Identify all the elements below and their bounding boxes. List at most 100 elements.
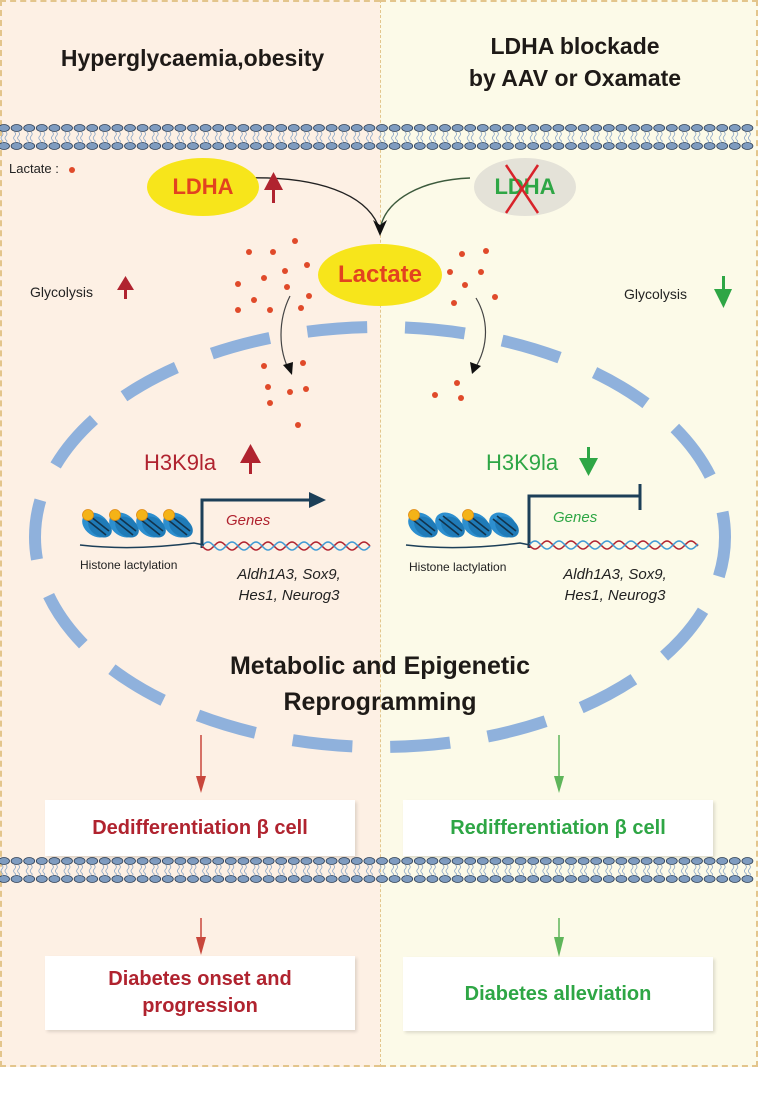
right-title-line2: by AAV or Oxamate (468, 65, 682, 91)
lipid-icon (665, 124, 678, 150)
lipid-icon (615, 857, 628, 883)
lipid-icon (476, 124, 489, 150)
lactate-dot (261, 275, 267, 281)
lipid-icon (212, 857, 225, 883)
lactate-dot (483, 248, 489, 254)
diabetes-onset-line1: Diabetes onset and (108, 968, 292, 990)
lipid-icon (300, 857, 313, 883)
h3k9la-up-arrow (240, 444, 261, 474)
lipid-icon (539, 124, 552, 150)
lipid-icon (350, 857, 363, 883)
lipid-icon (703, 857, 716, 883)
lipid-icon (136, 124, 149, 150)
diabetes-alleviation-label: Diabetes alleviation (464, 982, 652, 1005)
lipid-icon (0, 124, 10, 150)
gene-list-right-line2: Hes1, Neurog3 (564, 587, 666, 604)
arrow-to-dedifferentiation (196, 735, 206, 793)
lipid-icon (426, 124, 439, 150)
lipid-icon (262, 124, 275, 150)
dna-helix-left (201, 541, 371, 551)
lipid-icon (35, 124, 48, 150)
lipid-icon (514, 857, 527, 883)
lipid-icon (161, 857, 174, 883)
ldha-to-lactate-arrow-right (380, 177, 471, 226)
lipid-icon (716, 124, 729, 150)
lipid-icon (476, 857, 489, 883)
lipid-icon (464, 857, 477, 883)
lipid-icon (628, 857, 640, 883)
lipid-icon (111, 124, 124, 150)
lipid-icon (224, 857, 237, 883)
arrow-to-diabetes-onset (196, 918, 206, 955)
lipid-icon (287, 124, 300, 150)
lipid-icon (174, 124, 187, 150)
lactyl-group-icon (109, 509, 121, 521)
gene-list-right: Aldh1A3, Sox9, Hes1, Neurog3 (540, 564, 690, 606)
arrow-to-redifferentiation (554, 735, 564, 793)
lactate-dot (303, 386, 309, 392)
lipid-icon (439, 124, 451, 150)
arrowhead-lactate (373, 220, 387, 236)
lactate-dot (295, 422, 301, 428)
lactate-dot (300, 360, 306, 366)
diabetes-alleviation-box: Diabetes alleviation (403, 957, 713, 1031)
ldha-to-lactate-arrow-left (244, 177, 379, 226)
lipid-icon (187, 857, 199, 883)
ldha-enzyme-left: LDHA (147, 158, 259, 216)
lipid-icon (136, 857, 149, 883)
lipid-icon (98, 857, 111, 883)
lipid-icon (111, 857, 124, 883)
right-panel-title: LDHA blockade by AAV or Oxamate (392, 30, 758, 94)
diabetes-onset-line2: progression (142, 995, 258, 1017)
lipid-icon (615, 124, 628, 150)
diabetes-onset-box: Diabetes onset and progression (45, 956, 355, 1030)
lipid-icon (23, 857, 36, 883)
lipid-icon (363, 124, 376, 150)
lipid-icon (350, 124, 363, 150)
lactate-dot (304, 262, 310, 268)
nucleosome-icon (82, 509, 112, 538)
lipid-icon (728, 124, 741, 150)
arrowhead-entry-left (283, 362, 293, 375)
lactyl-group-icon (408, 509, 420, 521)
arrow-to-diabetes-alleviation (554, 918, 564, 957)
lipid-icon (313, 857, 325, 883)
reprogramming-title: Metabolic and Epigenetic Reprogramming (160, 648, 600, 720)
lactate-dot (447, 269, 453, 275)
lipid-icon (388, 857, 401, 883)
nucleosomes-right (405, 509, 531, 549)
lipid-icon (691, 857, 703, 883)
lipid-icon (678, 857, 691, 883)
lipid-icon (149, 857, 162, 883)
lipid-icon (401, 124, 414, 150)
lipid-icon (464, 124, 477, 150)
lipid-icon (86, 124, 99, 150)
lactyl-group-icon (82, 509, 94, 521)
lipid-icon (325, 857, 338, 883)
lipid-icon (527, 124, 540, 150)
lactyl-group-icon (136, 509, 148, 521)
dedifferentiation-box: Dedifferentiation β cell (45, 800, 355, 856)
lipid-icon (61, 857, 73, 883)
lipid-icon (237, 857, 250, 883)
lipid-icon (401, 857, 414, 883)
lactate-dot (298, 305, 304, 311)
glycolysis-label-left: Glycolysis (30, 284, 94, 300)
lipid-icon (287, 857, 300, 883)
lipid-icon (48, 124, 61, 150)
lipid-icon (313, 124, 325, 150)
lipid-icon (376, 124, 388, 150)
lipid-icon (250, 857, 262, 883)
lactate-dot (306, 293, 312, 299)
lipid-icon (275, 124, 288, 150)
lipid-icon (741, 124, 754, 150)
lipid-icon (300, 124, 313, 150)
lipid-icon (703, 124, 716, 150)
ldha-enzyme-right-blocked: LDHA (474, 158, 576, 216)
lipid-icon (640, 124, 653, 150)
lipid-icon (224, 124, 237, 150)
h3k9la-down-arrow (579, 447, 598, 476)
lactyl-group-icon (462, 509, 474, 521)
nucleosome-icon (163, 509, 193, 538)
cell-membrane-top (0, 124, 754, 150)
